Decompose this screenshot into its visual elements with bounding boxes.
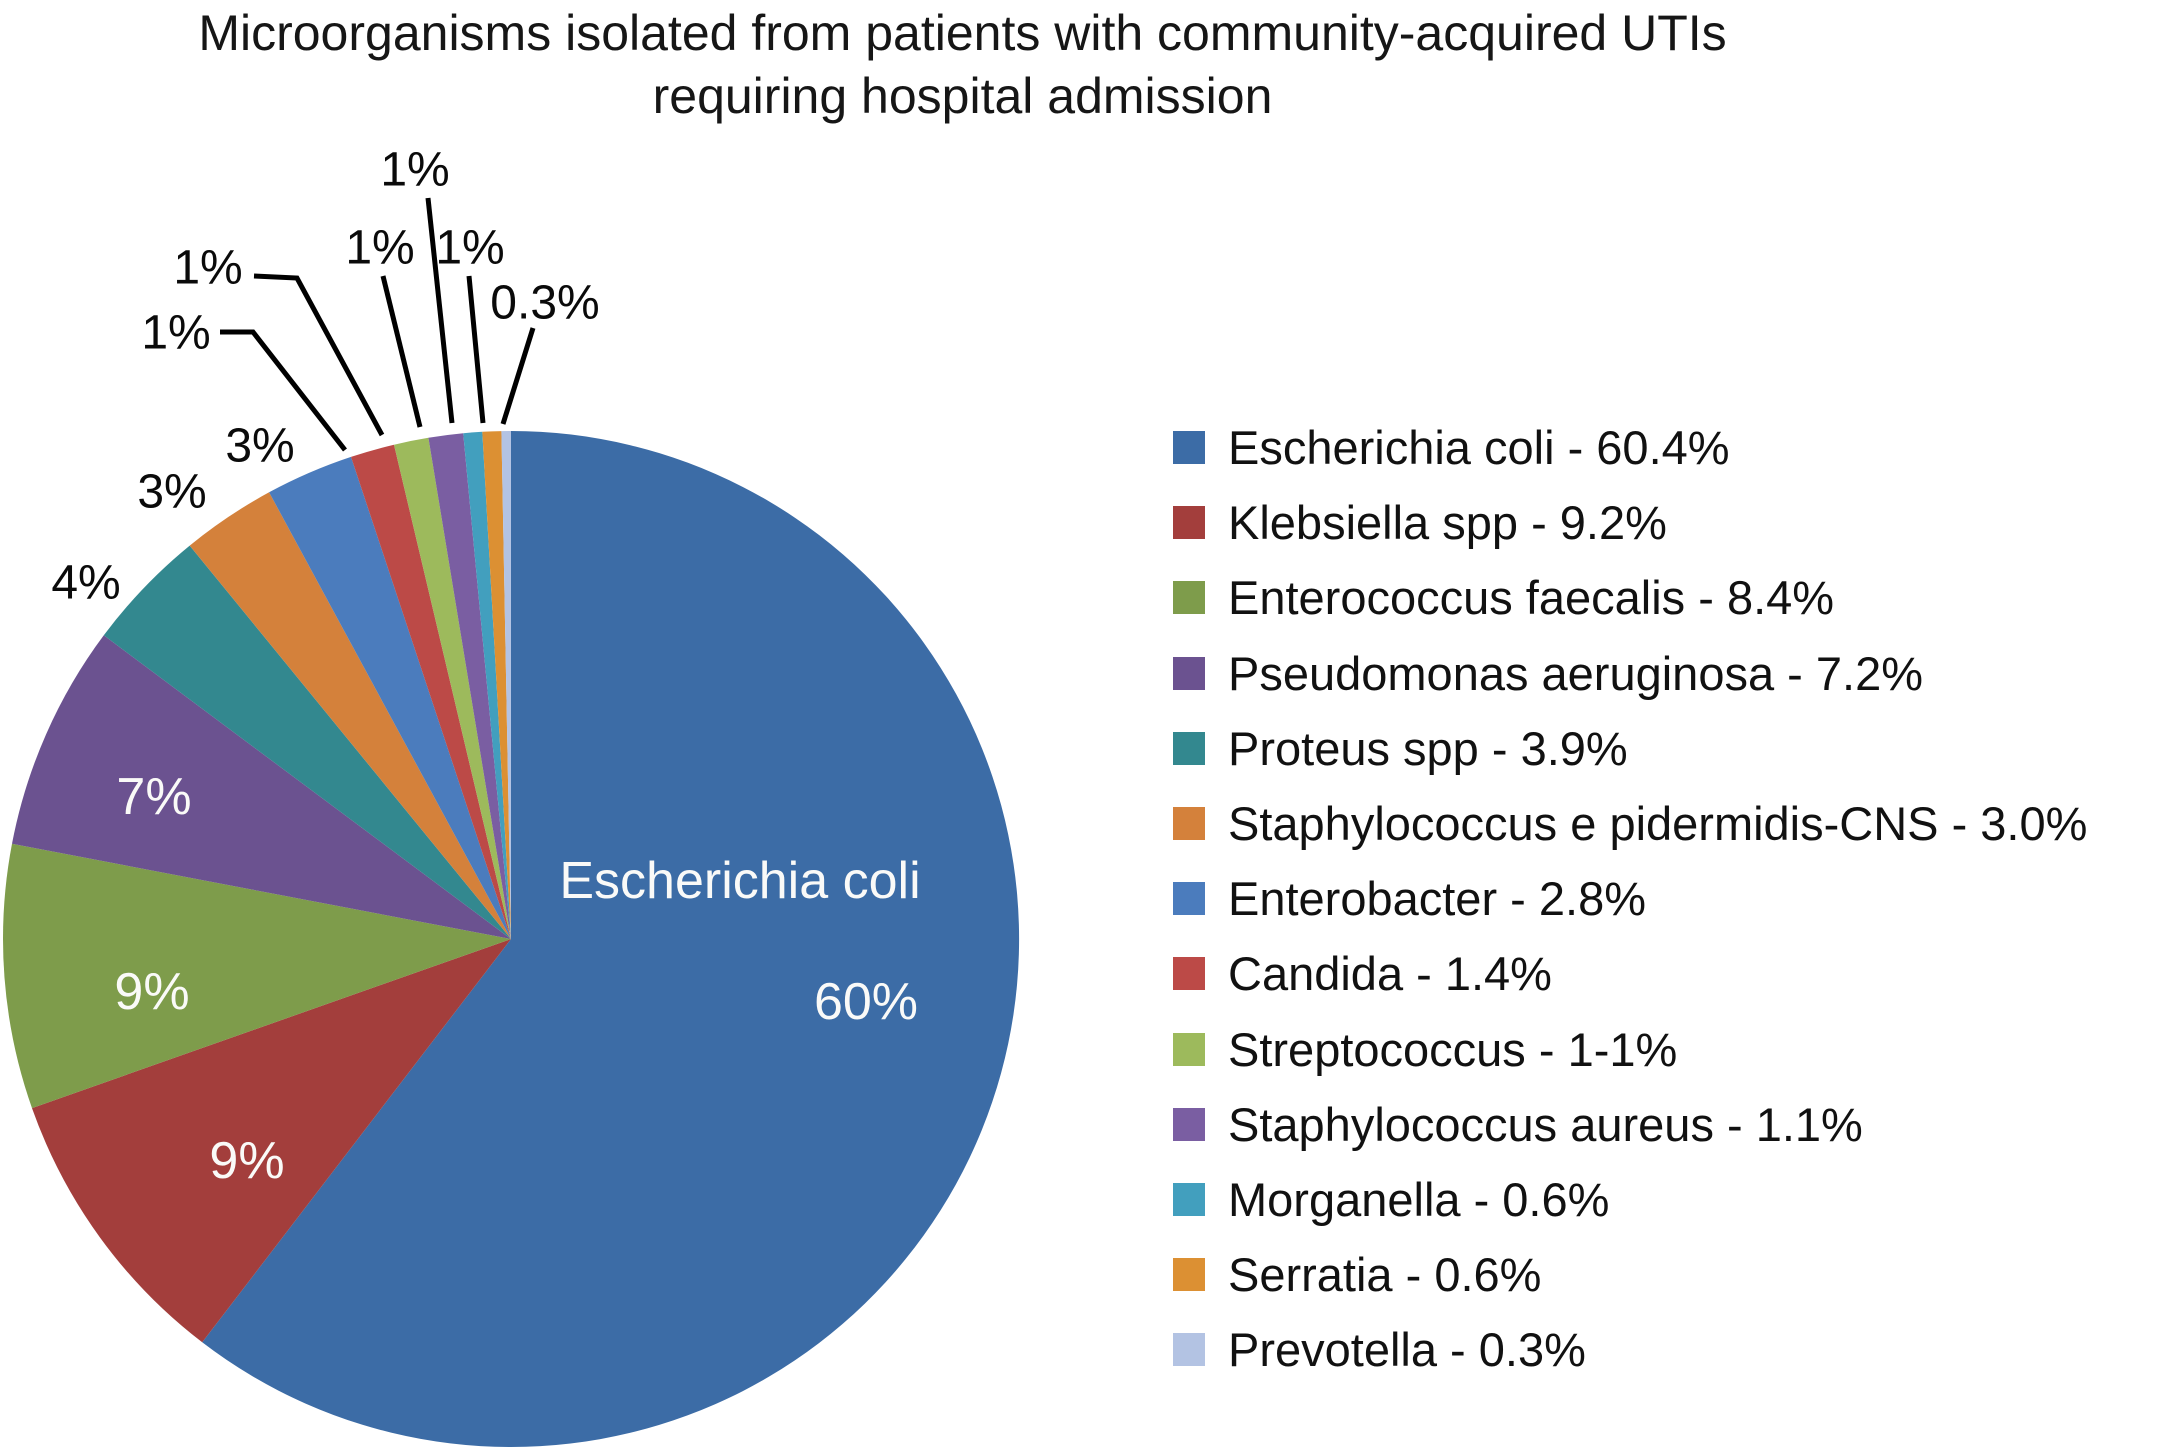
leader-line-staphylococcus-aureus [380,275,423,428]
slice-pct-label-prevotella: 0.3% [490,277,599,330]
leader-line-serratia [466,275,486,424]
slice-pct-label-klebsiella-spp: 9% [209,1132,284,1190]
legend-item-escherichia-coli: Escherichia coli - 60.4% [1173,410,2087,485]
legend-item-streptococcus: Streptococcus - 1-1% [1173,1012,2087,1087]
slice-pct-label-staphylococcus-e-pidermidis-cns: 3% [137,466,206,519]
pie-slice-candida [351,444,511,939]
slice-pct-label-enterococcus-faecalis: 9% [114,963,189,1021]
slice-pct-label-proteus-spp: 4% [51,557,120,610]
legend-item-proteus-spp: Proteus spp - 3.9% [1173,711,2087,786]
legend-item-enterobacter: Enterobacter - 2.8% [1173,861,2087,936]
legend-label: Proteus spp - 3.9% [1228,721,1628,775]
legend-swatch-icon [1173,431,1205,465]
legend-item-staphylococcus-e-pidermidis-cns: Staphylococcus e pidermidis-CNS - 3.0% [1173,786,2087,861]
pie-slice-prevotella [501,431,511,939]
legend-label: Morganella - 0.6% [1228,1172,1610,1226]
slice-pct-label-staphylococcus-aureus: 1% [345,222,414,275]
legend-swatch-icon [1173,506,1205,540]
leader-line-streptococcus [253,273,385,437]
legend-item-klebsiella-spp: Klebsiella spp - 9.2% [1173,485,2087,560]
legend-item-staphylococcus-aureus: Staphylococcus aureus - 1.1% [1173,1087,2087,1162]
slice-pct-label-serratia: 1% [435,222,504,275]
pie-slice-morganella [463,431,511,939]
pie-slice-staphylococcus-aureus [428,433,511,939]
legend-label: Serratia - 0.6% [1228,1248,1542,1302]
slice-name-label-escherichia-coli: Escherichia coli [559,852,920,910]
pie-slice-klebsiella-spp [32,939,511,1343]
legend-label: Klebsiella spp - 9.2% [1228,496,1667,550]
pie-slice-pseudomonas-aeruginosa [12,635,511,939]
leader-line-candida [220,329,347,452]
legend: Escherichia coli - 60.4% Klebsiella spp -… [1173,410,2087,1387]
legend-swatch-icon [1173,1032,1205,1066]
legend-label: Staphylococcus e pidermidis-CNS - 3.0% [1228,797,2088,851]
legend-item-candida: Candida - 1.4% [1173,936,2087,1011]
legend-swatch-icon [1173,1107,1205,1141]
pie-slice-staphylococcus-e-pidermidis-cns [189,492,511,939]
legend-label: Streptococcus - 1-1% [1228,1022,1678,1076]
pie-slice-enterococcus-faecalis [3,843,512,1109]
legend-item-enterococcus-faecalis: Enterococcus faecalis - 8.4% [1173,560,2087,635]
pie-slice-proteus-spp [103,545,512,939]
slice-pct-label-streptococcus: 1% [173,242,242,295]
legend-swatch-icon [1173,656,1205,690]
legend-label: Candida - 1.4% [1228,947,1552,1001]
legend-swatch-icon [1173,1333,1205,1367]
legend-label: Enterobacter - 2.8% [1228,872,1646,926]
legend-swatch-icon [1173,957,1205,991]
legend-item-prevotella: Prevotella - 0.3% [1173,1312,2087,1387]
legend-swatch-icon [1173,882,1205,916]
slice-pct-label-pseudomonas-aeruginosa: 7% [116,768,191,826]
slice-pct-label-enterobacter: 3% [225,420,294,473]
legend-item-pseudomonas-aeruginosa: Pseudomonas aeruginosa - 7.2% [1173,636,2087,711]
legend-swatch-icon [1173,581,1205,615]
chart-title-line2: requiring hospital admission [652,68,1273,124]
leader-line-morganella [425,197,455,424]
legend-label: Staphylococcus aureus - 1.1% [1228,1097,1863,1151]
pie-slice-serratia [482,431,511,939]
legend-label: Prevotella - 0.3% [1228,1323,1586,1377]
legend-swatch-icon [1173,1258,1205,1292]
pie-slice-streptococcus [394,437,511,939]
chart-title-line1: Microorganisms isolated from patients wi… [198,5,1727,61]
pie-slice-escherichia-coli [202,431,1020,1447]
legend-label: Enterococcus faecalis - 8.4% [1228,571,1835,625]
slice-pct-label-escherichia-coli: 60% [814,973,918,1031]
legend-label: Pseudomonas aeruginosa - 7.2% [1228,646,1923,700]
pie-slice-enterobacter [269,456,511,939]
slice-pct-label-morganella: 1% [380,144,449,197]
legend-swatch-icon [1173,731,1205,765]
leader-line-prevotella [500,327,536,425]
chart-title: Microorganisms isolated from patients wi… [0,2,1925,128]
legend-swatch-icon [1173,1182,1205,1216]
legend-swatch-icon [1173,807,1205,841]
legend-item-serratia: Serratia - 0.6% [1173,1237,2087,1312]
legend-label: Escherichia coli - 60.4% [1228,421,1730,475]
slice-pct-label-candida: 1% [141,307,210,360]
legend-item-morganella: Morganella - 0.6% [1173,1162,2087,1237]
